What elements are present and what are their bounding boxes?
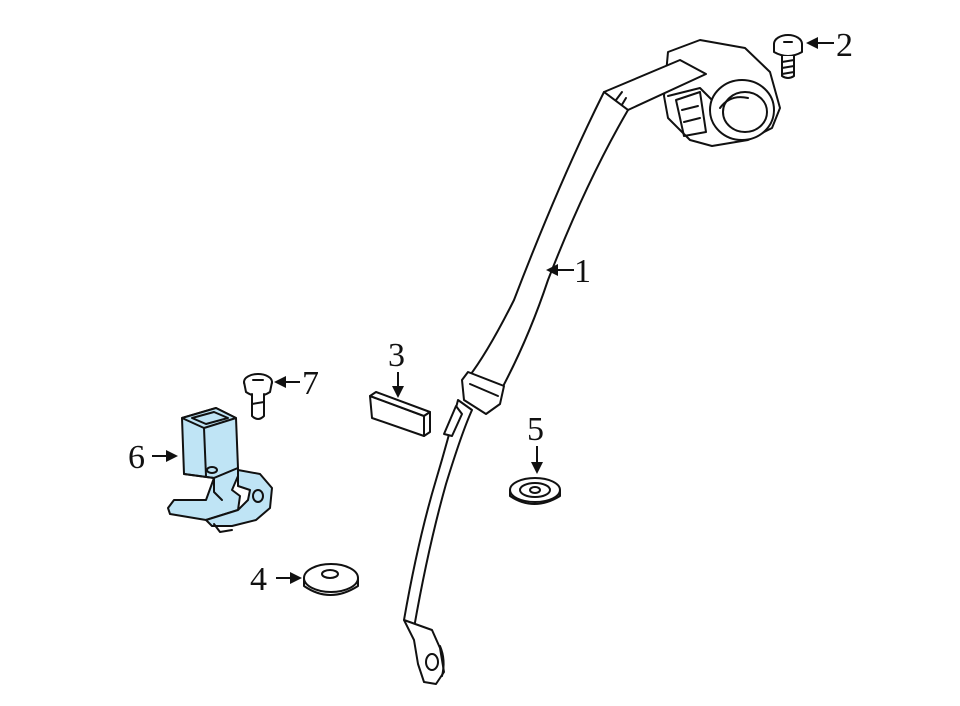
callout-label-1: 1	[574, 253, 591, 290]
callout-arrows	[152, 37, 834, 584]
part-3-cover-cap[interactable]	[369, 391, 431, 437]
part-7-screw[interactable]	[243, 373, 273, 420]
callout-label-5: 5	[527, 411, 544, 448]
part-6-buckle[interactable]	[167, 407, 273, 533]
part-4-plug[interactable]	[303, 563, 359, 596]
callout-label-6: 6	[128, 439, 145, 476]
part-2-bolt[interactable]	[773, 34, 803, 79]
callout-label-2: 2	[836, 27, 853, 64]
part-1-seat-belt-assembly[interactable]	[403, 39, 781, 685]
part-5-grommet[interactable]	[509, 477, 561, 505]
callout-label-7: 7	[302, 365, 319, 402]
callout-label-3: 3	[388, 337, 405, 374]
callout-label-4: 4	[250, 561, 267, 598]
